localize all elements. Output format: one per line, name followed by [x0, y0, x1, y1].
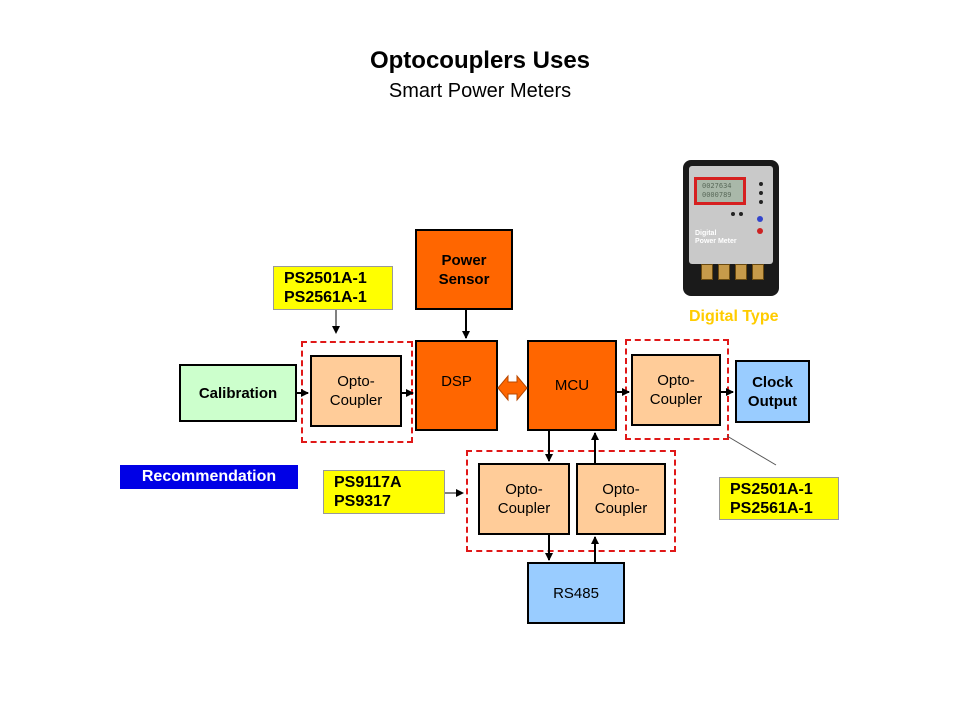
- digital-type-caption: Digital Type: [689, 308, 779, 325]
- page-title: Optocouplers Uses: [369, 47, 591, 74]
- pointer-bottom-right-label: [726, 435, 777, 466]
- meter-terminal-icon: [735, 264, 747, 280]
- meter-terminal-icon: [701, 264, 713, 280]
- optocoupler-left-block: Opto- Coupler: [310, 355, 402, 427]
- meter-dot-icon: [759, 182, 763, 186]
- meter-brand-label: Digital Power Meter: [695, 230, 737, 245]
- meter-dot-icon: [731, 212, 735, 216]
- mcu-block: MCU: [527, 340, 617, 431]
- meter-blue-led-icon: [757, 216, 763, 222]
- optocoupler-bottom-right-label: Opto- Coupler: [594, 481, 648, 517]
- recommendation-badge: Recommendation: [120, 465, 298, 489]
- meter-terminal-icon: [718, 264, 730, 280]
- optocoupler-bottom-left-block: Opto- Coupler: [478, 463, 570, 535]
- optocoupler-left-label: Opto- Coupler: [329, 373, 383, 409]
- part-label-bottom-center-text: PS9117A PS9317: [334, 474, 402, 510]
- digital-power-meter-image: 0027634 0000789 Digital Power Meter: [683, 160, 779, 296]
- meter-lcd-line2: 0000789: [702, 191, 732, 199]
- opto-group-bottom: [466, 450, 676, 552]
- optocoupler-bottom-right-block: Opto- Coupler: [576, 463, 666, 535]
- page-subtitle: Smart Power Meters: [388, 80, 572, 102]
- meter-dot-icon: [759, 200, 763, 204]
- meter-dot-icon: [759, 191, 763, 195]
- part-label-top-left: PS2501A-1 PS2561A-1: [273, 266, 393, 310]
- power-sensor-label: Power Sensor: [438, 251, 490, 288]
- part-label-top-left-text: PS2501A-1 PS2561A-1: [284, 270, 367, 306]
- calibration-label: Calibration: [198, 384, 278, 402]
- meter-face: 0027634 0000789 Digital Power Meter: [689, 166, 773, 264]
- optocoupler-right-block: Opto- Coupler: [631, 354, 721, 426]
- part-label-bottom-right: PS2501A-1 PS2561A-1: [719, 477, 839, 520]
- clock-output-label: Clock Output: [747, 373, 798, 410]
- mcu-label: MCU: [554, 377, 590, 394]
- meter-terminal-icon: [752, 264, 764, 280]
- dsp-block: DSP: [415, 340, 498, 431]
- meter-dot-icon: [739, 212, 743, 216]
- meter-lcd-line1: 0027634: [702, 182, 732, 190]
- calibration-block: Calibration: [179, 364, 297, 422]
- part-label-bottom-right-text: PS2501A-1 PS2561A-1: [730, 481, 813, 517]
- rs485-label: RS485: [553, 584, 599, 602]
- part-label-bottom-center: PS9117A PS9317: [323, 470, 445, 514]
- dsp-mcu-double-arrow: [497, 374, 528, 402]
- meter-lcd: 0027634 0000789: [694, 177, 746, 205]
- optocoupler-right-label: Opto- Coupler: [649, 372, 703, 408]
- power-sensor-block: Power Sensor: [415, 229, 513, 310]
- meter-red-led-icon: [757, 228, 763, 234]
- clock-output-block: Clock Output: [735, 360, 810, 423]
- optocoupler-bottom-left-label: Opto- Coupler: [497, 481, 551, 517]
- rs485-block: RS485: [527, 562, 625, 624]
- dsp-label: DSP: [441, 373, 472, 390]
